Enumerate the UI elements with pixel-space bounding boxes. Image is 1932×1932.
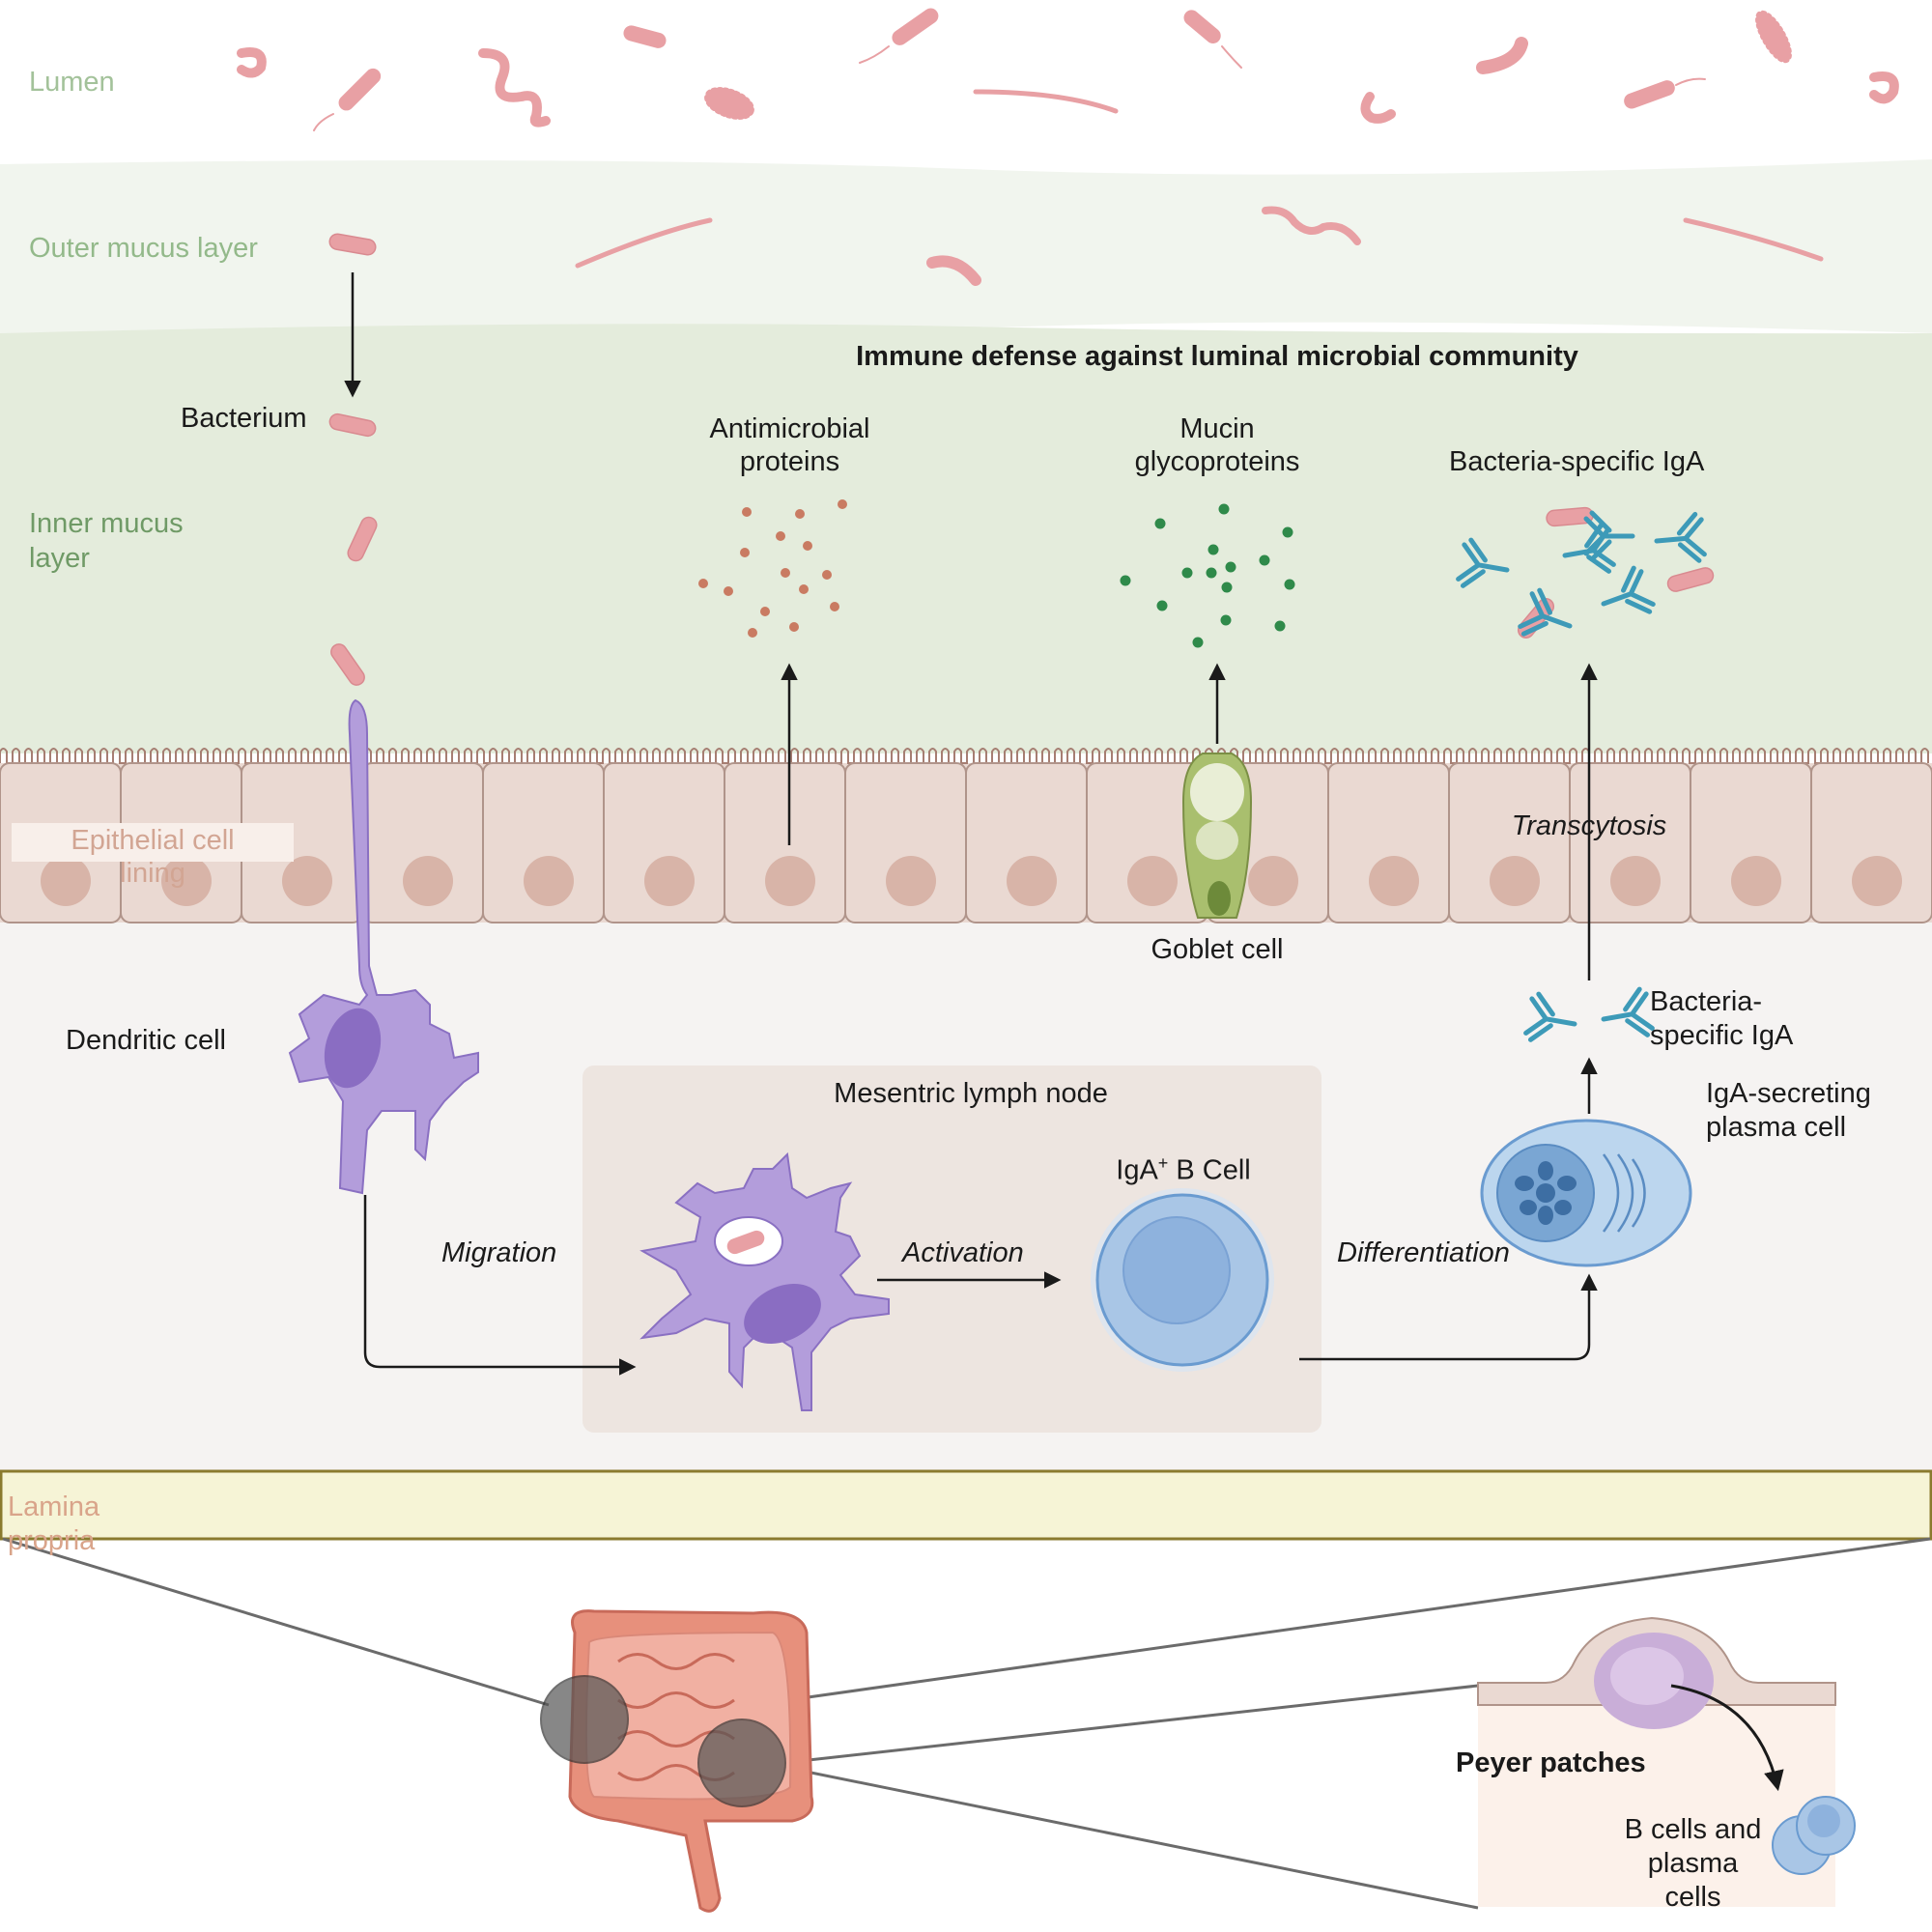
cell-nucleus (1731, 856, 1781, 906)
dot (1282, 526, 1293, 538)
peyer-patch-inset (1477, 1616, 1856, 1907)
cell-nucleus (1852, 856, 1902, 906)
mucin-dots (1120, 503, 1295, 648)
dot (724, 586, 733, 596)
dot (1206, 567, 1217, 579)
lymph-node-label: Mesentric lymph node (834, 1078, 1108, 1109)
epithelial-label-1: Epithelial cell (71, 825, 235, 856)
differentiation-label: Differentiation (1337, 1237, 1510, 1268)
dot (1284, 579, 1295, 590)
plasma-label-2: plasma cell (1706, 1112, 1847, 1143)
dot (795, 509, 805, 519)
dendritic-label: Dendritic cell (66, 1025, 226, 1056)
zoom-lines (2, 1537, 1931, 1910)
inner-mucus-label-2: layer (29, 543, 90, 574)
lamina-label-1: Lamina (8, 1492, 100, 1522)
cell-nucleus (1007, 856, 1057, 906)
outer-mucus-bacteria (327, 206, 1824, 286)
plasma-cell (1480, 1119, 1692, 1267)
dot (776, 531, 785, 541)
diagram-title: Immune defense against luminal microbial… (856, 341, 1578, 372)
antimicrobial-dots (698, 499, 847, 638)
outer-mucus-band (0, 159, 1932, 337)
dot (698, 579, 708, 588)
cell-nucleus (644, 856, 695, 906)
inner-mucus-label-1: Inner mucus (29, 508, 184, 539)
epithelial-label-box (12, 823, 294, 862)
lamina-label-2: propria (8, 1525, 96, 1556)
cell-nucleus (1127, 856, 1178, 906)
dot (740, 548, 750, 557)
migration-arrow (363, 1195, 637, 1376)
dot (789, 622, 799, 632)
dot (830, 602, 839, 611)
activated-dendritic-cell (639, 1151, 890, 1411)
dot (1225, 561, 1236, 573)
inner-mucus-band (0, 324, 1932, 753)
dot (838, 499, 847, 509)
cell-nucleus (161, 856, 212, 906)
lumen-label: Lumen (29, 67, 115, 98)
cell-nucleus (765, 856, 815, 906)
antimicrobial-label-2: proteins (739, 446, 840, 477)
dot (781, 568, 790, 578)
bacteria-iga-top-label: Bacteria-specific IgA (1449, 446, 1705, 477)
bcells-label-1: B cells and (1624, 1814, 1762, 1845)
epithelial-label-2: lining (120, 858, 185, 889)
cell-nucleus (886, 856, 936, 906)
dot (1218, 503, 1230, 515)
dot (1181, 567, 1193, 579)
cell-nucleus (41, 856, 91, 906)
epithelial-lining (0, 748, 1932, 923)
dot (1192, 637, 1204, 648)
iga-b-cell (1091, 1188, 1274, 1372)
mucin-label-2: glycoproteins (1134, 446, 1300, 477)
differentiation-arrow (1299, 1273, 1598, 1361)
intestine-illustration (540, 1609, 814, 1913)
dot (803, 541, 812, 551)
bacterium-label: Bacterium (181, 403, 307, 434)
dendritic-cell (288, 698, 479, 1195)
goblet-cell (1181, 753, 1253, 919)
lamina-propria-box (0, 1469, 1932, 1541)
cell-nucleus (282, 856, 332, 906)
dot (1156, 600, 1168, 611)
dot (760, 607, 770, 616)
mucin-label-1: Mucin (1179, 413, 1255, 444)
goblet-label: Goblet cell (1151, 934, 1284, 965)
dot (742, 507, 752, 517)
bacteria-iga-label-1: Bacteria- (1650, 986, 1763, 1017)
dot (748, 628, 757, 638)
cell-nucleus (524, 856, 574, 906)
dot (1154, 518, 1166, 529)
cell-nucleus (1610, 856, 1661, 906)
dot (822, 570, 832, 580)
cell-nucleus (1369, 856, 1419, 906)
bcells-label-2: plasma (1647, 1848, 1739, 1879)
peyer-label: Peyer patches (1456, 1747, 1646, 1778)
outer-mucus-label: Outer mucus layer (29, 233, 258, 264)
dot (1274, 620, 1286, 632)
b-cell-label: IgA+ B Cell (1116, 1153, 1251, 1186)
lumen-bacteria (237, 8, 1899, 131)
dot (1221, 582, 1233, 593)
dot (1208, 544, 1219, 555)
bacteria-iga-label-2: specific IgA (1650, 1020, 1794, 1051)
activation-label: Activation (902, 1237, 1024, 1268)
antimicrobial-label-1: Antimicrobial (709, 413, 870, 444)
cell-nucleus (1248, 856, 1298, 906)
cell-nucleus (1490, 856, 1540, 906)
dot (799, 584, 809, 594)
transcytosis-label: Transcytosis (1511, 810, 1667, 841)
dot (1220, 614, 1232, 626)
plasma-label-1: IgA-secreting (1706, 1078, 1871, 1109)
bcells-label-3: cells (1664, 1882, 1721, 1913)
cell-nucleus (403, 856, 453, 906)
dot (1120, 575, 1131, 586)
dot (1259, 554, 1270, 566)
migration-label: Migration (441, 1237, 557, 1268)
lumen-band (0, 0, 1932, 169)
